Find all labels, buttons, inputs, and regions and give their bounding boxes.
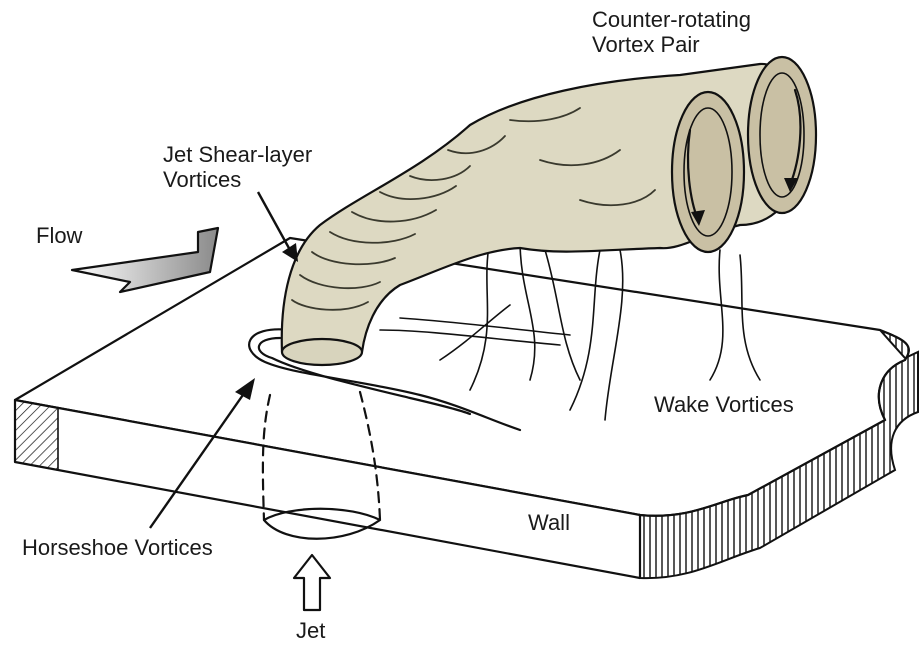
label-horseshoe-vortices: Horseshoe Vortices (22, 535, 213, 560)
wall-left-hatch (15, 400, 58, 470)
label-shear-layer-line2: Vortices (163, 167, 241, 192)
label-wake-vortices: Wake Vortices (654, 392, 794, 417)
label-shear-layer-line1: Jet Shear-layer (163, 142, 312, 167)
label-wall: Wall (528, 510, 570, 535)
jet-arrow-icon (294, 555, 330, 610)
label-counter-rotating-line1: Counter-rotating (592, 7, 751, 32)
label-flow: Flow (36, 223, 83, 248)
vortex-ring-right (748, 57, 816, 213)
flow-arrow-icon (72, 228, 218, 292)
label-counter-rotating-line2: Vortex Pair (592, 32, 700, 57)
jet-exit-ring (282, 339, 362, 365)
vortex-ring-left (672, 92, 744, 252)
label-jet: Jet (296, 618, 325, 643)
